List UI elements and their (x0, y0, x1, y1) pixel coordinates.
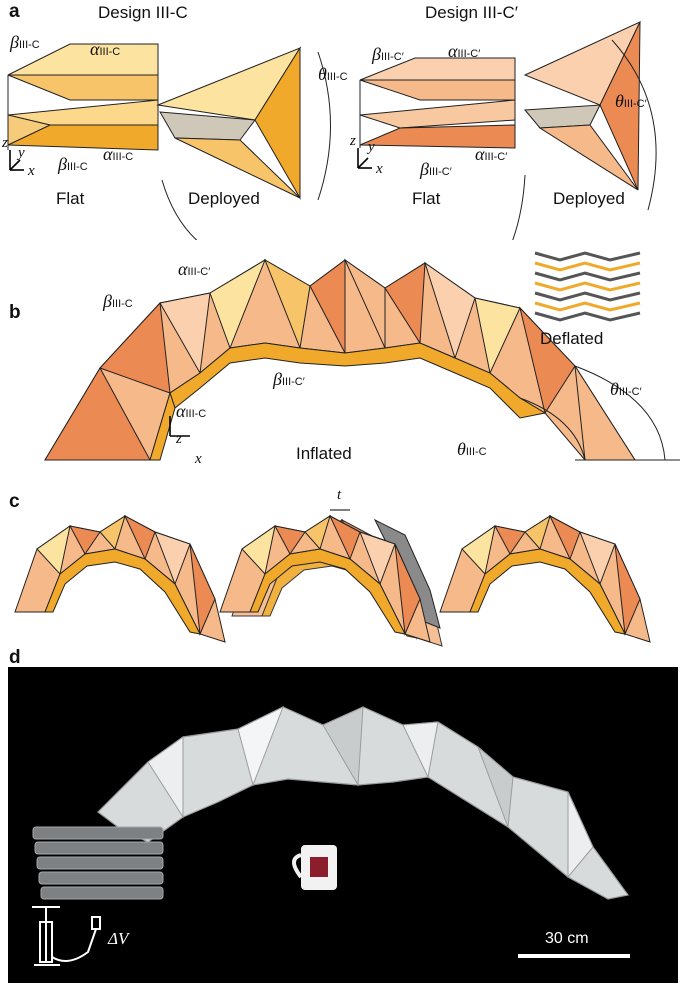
middle-arch-with-offset (219, 515, 443, 647)
panel-label-d: d (9, 647, 21, 668)
delta-v-label: ΔV (108, 929, 129, 948)
beta1-right: βIII-C′ (372, 44, 404, 64)
deflated-stack-photo (32, 826, 164, 900)
photo-inflatable-arch: ΔV 30 cm (8, 667, 678, 983)
alpha1-left: αIII-C (90, 39, 121, 59)
theta-cprime-b: θIII-C′ (610, 379, 642, 399)
beta1-cprime-b: βIII-C′ (273, 369, 305, 389)
axis-x-right: x (376, 161, 383, 177)
axis-z-b: z (176, 431, 182, 447)
axis-x-left: x (28, 163, 35, 179)
axes-right (357, 148, 372, 169)
panel-label-b: b (9, 302, 21, 323)
axis-y-right: y (368, 139, 375, 155)
pump-icon (32, 906, 101, 966)
beta2-right: βIII-C′ (420, 159, 452, 179)
beta1-c-b: βIII-C (103, 291, 133, 311)
alpha1-c-b: αIII-C (176, 401, 207, 421)
flat-label-left: Flat (56, 189, 85, 208)
alpha2-right: αIII-C′ (475, 144, 508, 164)
panel-a-drawings (7, 20, 657, 240)
alpha1-cprime-b: αIII-C′ (178, 259, 211, 279)
beta1-left: βIII-C (10, 32, 40, 52)
deployed-label-right: Deployed (553, 189, 625, 208)
flat-unit-left (7, 43, 159, 151)
design-left-title: Design III-C (98, 3, 188, 22)
panel-b-arch (44, 251, 680, 461)
thickness-label: t (337, 487, 342, 503)
deflated-label: Deflated (540, 329, 604, 348)
photo-scene (32, 705, 630, 966)
axis-z-right: z (350, 133, 356, 149)
flat-label-right: Flat (412, 189, 441, 208)
design-right-title: Design III-C′ (425, 3, 518, 22)
scale-bar-label: 30 cm (545, 930, 589, 947)
theta-c-b: θIII-C (457, 439, 487, 459)
panel-c-arches (14, 509, 651, 647)
alpha1-right: αIII-C′ (448, 41, 481, 61)
axis-y-left: y (18, 145, 25, 161)
axis-z-left: z (2, 135, 8, 151)
panel-label-c: c (9, 491, 20, 512)
flat-unit-right (359, 57, 516, 149)
axes-left (9, 150, 24, 171)
beta2-left: βIII-C (58, 154, 88, 174)
inflated-label: Inflated (296, 444, 352, 463)
deployed-label-left: Deployed (188, 189, 260, 208)
axis-x-b: x (195, 451, 202, 467)
alpha2-left: αIII-C (103, 144, 134, 164)
mug (292, 845, 337, 890)
theta-right: θIII-C′ (615, 91, 647, 111)
theta-left: θIII-C (318, 64, 348, 84)
panel-label-a: a (9, 1, 20, 22)
deployed-unit-left (156, 46, 302, 200)
deflated-stack (534, 251, 641, 322)
